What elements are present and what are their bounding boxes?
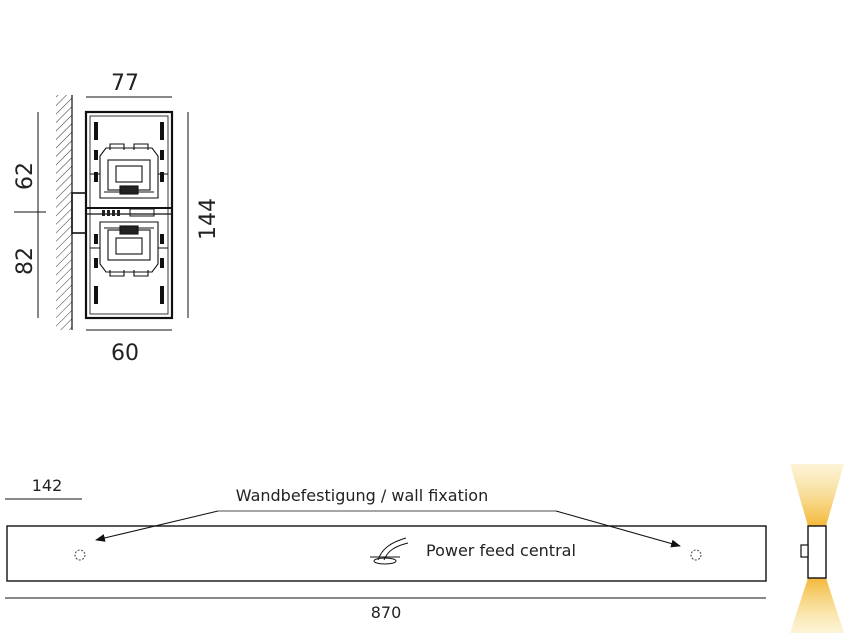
dim-height-label: 144 — [196, 198, 221, 240]
long-view: 142 Wandbefestigung / wall fixation Powe… — [5, 476, 767, 622]
fixation-point-left — [74, 549, 86, 561]
dim-bottom-label: 60 — [111, 341, 139, 366]
led-module-upper — [90, 143, 168, 199]
dim-upper-label: 62 — [13, 162, 38, 190]
connector-row — [102, 208, 155, 217]
power-feed-icon — [370, 537, 409, 565]
section-dimension-lines — [14, 96, 189, 331]
light-distribution-icon — [790, 464, 844, 633]
fixture-icon-body — [807, 525, 827, 579]
fixation-point-right — [690, 549, 702, 561]
power-feed-label: Power feed central — [426, 541, 576, 560]
profile-inner — [89, 115, 169, 315]
dim-lower-label: 82 — [13, 247, 38, 275]
dim-offset-label: 142 — [32, 476, 63, 495]
light-beam-up — [790, 464, 844, 526]
wall-hatch — [56, 95, 72, 330]
led-module-lower — [90, 221, 168, 277]
dim-top-label: 77 — [111, 71, 139, 96]
wall-fixation-label: Wandbefestigung / wall fixation — [236, 486, 488, 505]
profile-fins — [94, 122, 164, 304]
wall-bracket — [71, 192, 87, 234]
light-beam-down — [790, 578, 844, 633]
dim-length-label: 870 — [371, 603, 402, 622]
section-view: 77 60 144 62 82 — [13, 71, 221, 366]
profile-housing — [84, 110, 174, 320]
fixture-icon-bracket — [800, 544, 809, 558]
luminaire-body — [6, 525, 767, 582]
leader-right — [555, 510, 681, 548]
